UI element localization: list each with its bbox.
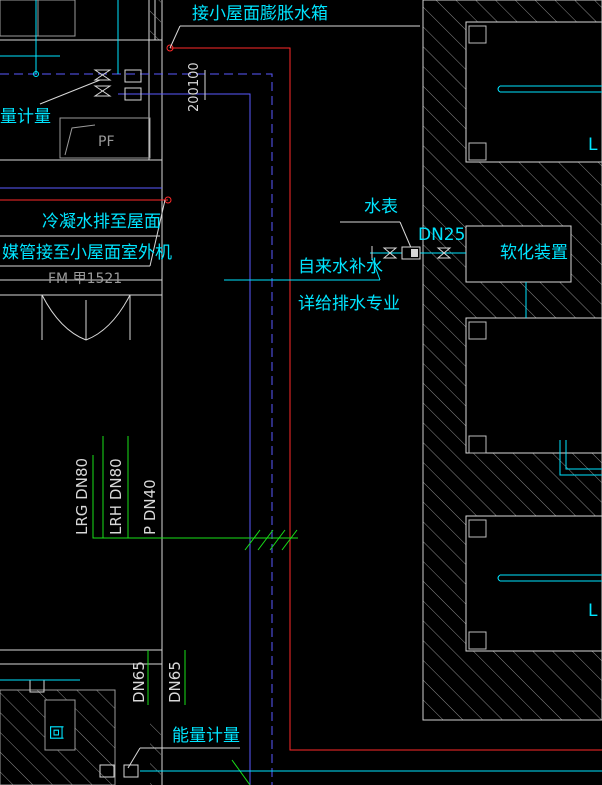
valve-symbol-meter-1 <box>382 247 398 259</box>
fire-door-label: FM 甲1521 <box>48 271 122 287</box>
corner-marker <box>468 321 487 340</box>
pipe-break-marks <box>244 529 298 551</box>
pf-equipment-box <box>59 117 151 159</box>
energy-meter-leader <box>39 79 101 105</box>
meter-box-top-2 <box>124 87 142 101</box>
label-dn65-a: DN65 <box>130 661 148 703</box>
red-pipe-end <box>166 44 174 52</box>
valve-symbol-top-2 <box>93 85 112 97</box>
energy-meter-bottom-diag <box>127 747 141 769</box>
label-softener: 软化装置 <box>500 243 568 263</box>
equipment-box-bottom <box>465 515 602 652</box>
valve-symbol-top <box>93 69 112 81</box>
pf-fan-symbol <box>64 124 96 156</box>
valve-symbol-meter-2 <box>436 247 452 259</box>
side-fragment: 回 <box>48 725 66 740</box>
meter-box-top <box>124 69 142 83</box>
corner-marker <box>468 435 487 454</box>
column-hatch-bottom <box>150 720 161 785</box>
label-makeup-water: 自来水补水 <box>298 257 383 277</box>
ahu-unit-inner <box>44 699 76 751</box>
corner-marker <box>468 519 487 538</box>
corner-marker <box>468 25 487 44</box>
label-p: P DN40 <box>141 479 159 535</box>
equipment-box-mid <box>465 317 602 454</box>
green-pipe-bottom <box>231 759 251 785</box>
dimension-label: 200100 <box>187 62 202 112</box>
label-dn25: DN25 <box>418 225 465 245</box>
green-pipe-lrg <box>92 455 298 539</box>
label-lrg: LRG DN80 <box>73 458 91 535</box>
label-unit-top: L <box>588 135 598 155</box>
label-energy-meter-top: 量计量 <box>0 107 51 127</box>
label-expansion-tank: 接小屋面膨胀水箱 <box>192 4 328 24</box>
leader-makeup-diag <box>371 257 381 281</box>
label-water-meter: 水表 <box>364 197 398 217</box>
label-refrigerant: 媒管接至小屋面室外机 <box>2 243 172 263</box>
coil-pipe-bottom <box>497 574 602 582</box>
red-expansion-pipe <box>170 47 602 751</box>
label-energy-meter-bottom: 能量计量 <box>172 726 240 746</box>
corner-marker <box>468 142 487 161</box>
fire-door-symbol <box>41 294 131 341</box>
pf-label: PF <box>98 134 115 150</box>
label-dn65-b: DN65 <box>166 661 184 703</box>
label-lrh: LRH DN80 <box>107 458 125 535</box>
label-condensate: 冷凝水排至屋面 <box>42 212 161 232</box>
coil-pipe-top <box>497 85 602 93</box>
softener-box <box>465 225 572 283</box>
water-meter-fill <box>411 249 418 257</box>
meter-box-bottom-2 <box>123 764 139 778</box>
label-plumbing-ref: 详给排水专业 <box>298 294 400 314</box>
meter-box-bottom <box>99 764 115 778</box>
leader-diag <box>149 199 166 267</box>
pipe-joint <box>33 71 39 77</box>
leader-water-meter-diag <box>399 221 413 251</box>
corner-marker <box>468 631 487 650</box>
leader-expansion-tank-diag <box>169 25 181 49</box>
blue-pipe-inner <box>118 93 251 785</box>
label-unit-bottom: L <box>588 601 598 621</box>
column-hatch <box>150 0 161 40</box>
coil-pipe-mid <box>559 440 602 476</box>
